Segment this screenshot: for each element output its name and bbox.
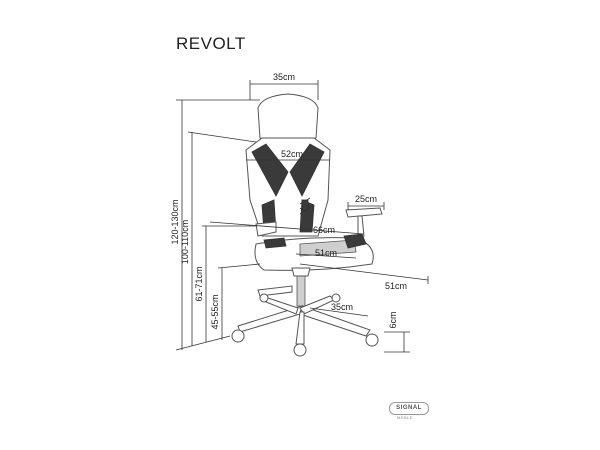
label-base-radius: 35cm xyxy=(331,302,353,312)
label-armrest-width: 25cm xyxy=(355,194,377,204)
dimension-base-radius: 35cm xyxy=(309,302,369,317)
chair-illustration xyxy=(231,93,383,357)
brand-logo: SIGNAL xyxy=(389,402,429,415)
brand-logo-sub: MEBLE xyxy=(397,415,414,420)
dimension-overall-width: 66cm xyxy=(209,221,365,235)
label-back-width: 52cm xyxy=(281,149,303,159)
label-seat-height: 45-55cm xyxy=(210,294,220,329)
dimension-back-width: 52cm xyxy=(246,149,330,161)
label-headrest-width: 35cm xyxy=(273,72,295,82)
label-arm-height: 61-71cm xyxy=(194,266,204,301)
label-back-height: 100-110cm xyxy=(180,220,190,264)
label-caster-height: 6cm xyxy=(388,311,398,328)
dimension-headrest-width: 35cm xyxy=(249,72,319,100)
dimension-arm-height: 61-71cm xyxy=(194,225,256,342)
label-total-height: 120-130cm xyxy=(170,199,180,244)
product-title: REVOLT xyxy=(176,34,246,53)
label-seat-depth: 51cm xyxy=(385,281,407,291)
label-overall-width: 66cm xyxy=(313,225,335,235)
dimension-total-height: 120-130cm xyxy=(170,99,260,351)
dimension-caster-height: 6cm xyxy=(384,311,410,353)
dimension-seat-height: 45-55cm xyxy=(210,263,261,340)
dimension-back-height: 100-110cm xyxy=(180,131,257,346)
dimension-seat-width: 51cm xyxy=(295,248,357,259)
dimension-armrest-width: 25cm xyxy=(347,194,385,210)
dimension-seat-depth: 51cm xyxy=(299,263,429,291)
label-seat-width: 51cm xyxy=(315,248,337,258)
